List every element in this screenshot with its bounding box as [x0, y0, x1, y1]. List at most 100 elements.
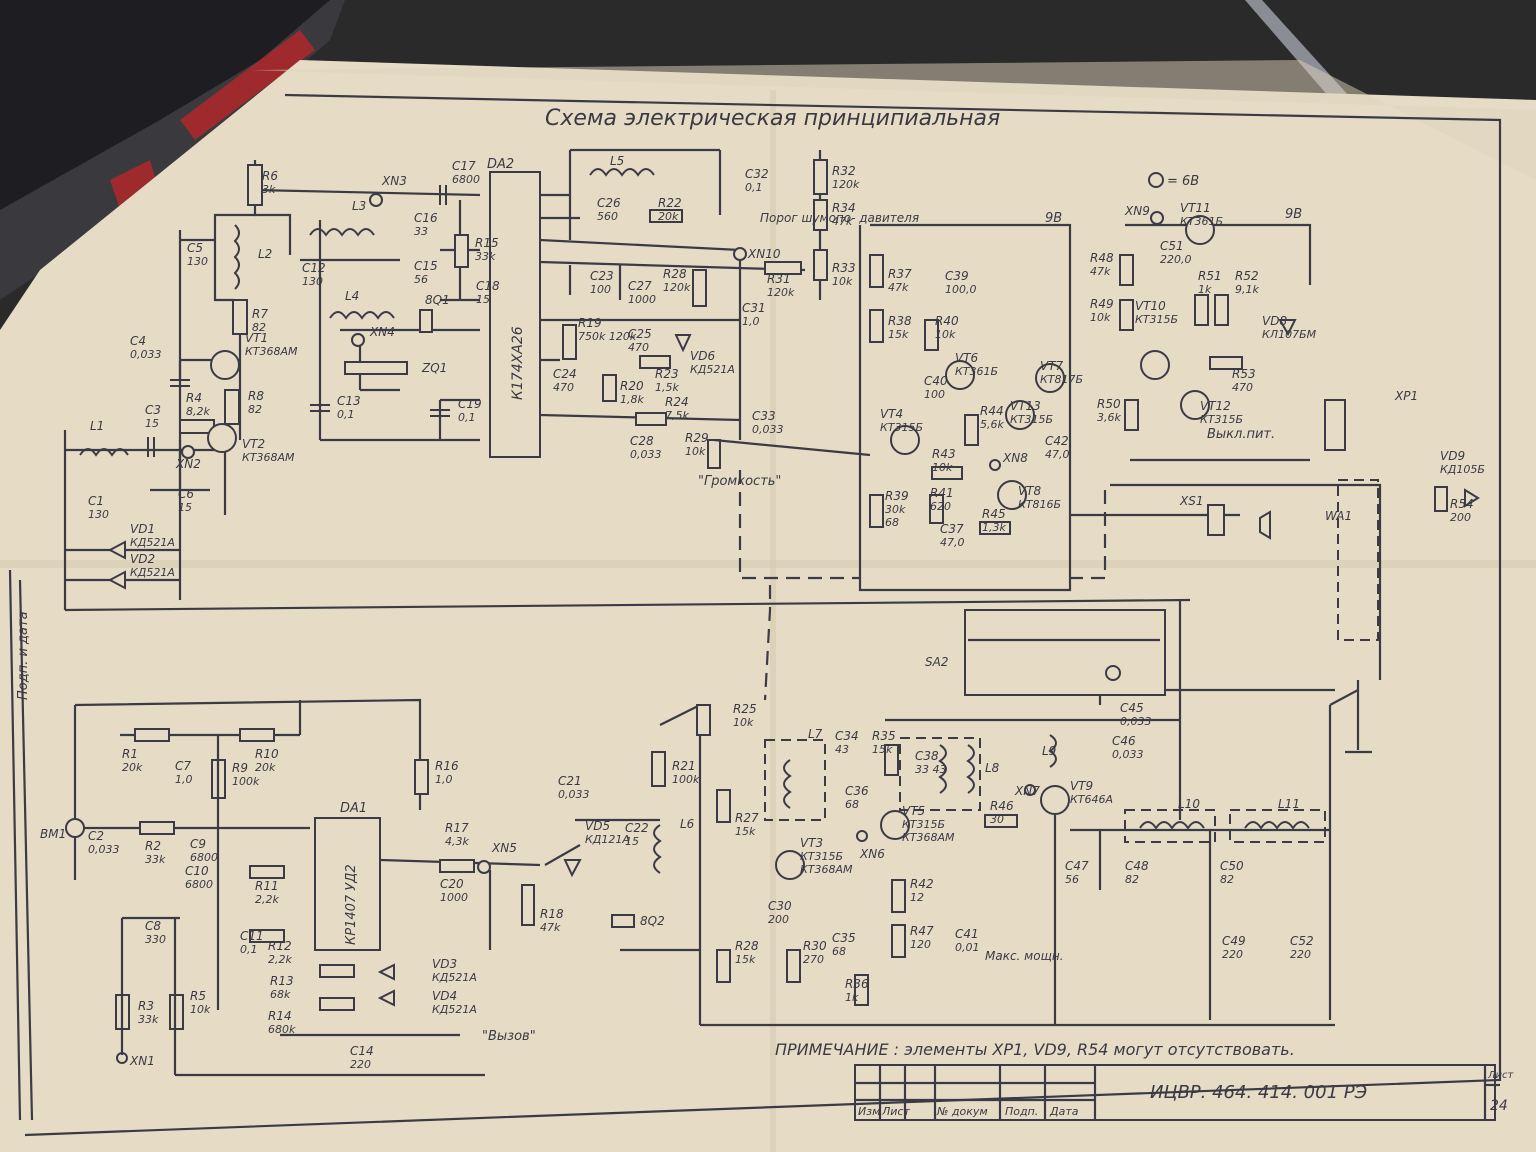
label-vt5-ref: VT5 [902, 804, 925, 818]
transistor-vt6 [945, 360, 975, 390]
label-c22-ref: C22 [625, 821, 649, 835]
coil-l10 [1139, 821, 1205, 830]
label-vd4-ref: VD4 [432, 989, 457, 1003]
resistor-r25 [696, 704, 711, 736]
resistor-r27 [716, 789, 731, 823]
label-r32-value1: 120k [832, 178, 860, 191]
label-r28-ref: R28 [663, 267, 687, 281]
label-r12-ref: R12 [268, 939, 292, 953]
label-c2-ref: C2 [88, 829, 104, 843]
label-vt8-ref: VT8 [1018, 484, 1042, 498]
label-r24-value1: 7,5k [665, 409, 689, 422]
label-r3-ref: R3 [138, 999, 154, 1013]
label-c9-ref: C9 [190, 837, 206, 851]
test-point-xn1 [116, 1052, 128, 1064]
resistor-r20 [602, 374, 617, 402]
volume-label: "Громкость" [698, 474, 781, 489]
label-vt5-value1: КТ315Б [902, 818, 945, 831]
transistor-vt1 [210, 350, 240, 380]
test-point-xn9 [1150, 211, 1164, 225]
test-point-xn8 [989, 459, 1001, 471]
label-r45-ref: R45 [982, 507, 1006, 521]
resistor-r32 [813, 159, 828, 195]
label-xn7-ref: XN7 [1014, 784, 1040, 798]
label-r16-ref: R16 [435, 759, 459, 773]
label-vt4-ref: VT4 [880, 407, 903, 421]
ic-da2-name: DA2 [487, 157, 514, 172]
label-r38-value1: 15k [888, 328, 909, 341]
test-point-xn4 [351, 333, 365, 347]
label-r34-value1: 47k [832, 215, 853, 228]
label-c35-value1: 68 [832, 945, 846, 958]
ic-da1-name: DA1 [340, 801, 367, 816]
label-c10-value1: 6800 [185, 878, 213, 891]
label-l1-ref: L1 [90, 419, 104, 433]
coil-l8a [938, 744, 947, 794]
label-r49-value1: 10k [1090, 311, 1111, 324]
diode-vd9 [1464, 488, 1480, 508]
label-r21-ref: R21 [672, 759, 696, 773]
label-vd5-ref: VD5 [585, 819, 610, 833]
resistor-r34 [813, 199, 828, 231]
label-c40-value1: 100 [924, 388, 945, 401]
resistor-r44 [964, 414, 979, 446]
label-c15-value1: 56 [414, 273, 428, 286]
resistor-r21 [651, 751, 666, 787]
label-c36-value1: 68 [845, 798, 859, 811]
label-c28-ref: C28 [630, 434, 654, 448]
label-vt3-value2: КТ368АМ [800, 863, 853, 876]
power-section [1070, 172, 1480, 754]
label-r8-value1: 82 [248, 403, 262, 416]
label-vt7-value1: КТ817Б [1040, 373, 1083, 386]
label-r44-value1: 5,6k [980, 418, 1004, 431]
label-r40-ref: R40 [935, 314, 959, 328]
label-r10-ref: R10 [255, 747, 279, 761]
label-r50-value1: 3,6k [1097, 411, 1121, 424]
label-r16-value1: 1,0 [435, 773, 453, 786]
label-l4-ref: L4 [345, 289, 359, 303]
label-vd2-value1: КД521А [130, 566, 175, 579]
label-c13-value1: 0,1 [337, 408, 355, 421]
label-r1-ref: R1 [122, 747, 138, 761]
label-r6-ref: R6 [262, 169, 278, 183]
label-bq1-ref: 8Q1 [425, 293, 450, 307]
label-c42-ref: C42 [1045, 434, 1069, 448]
label-vd3-ref: VD3 [432, 957, 457, 971]
label-r33-value1: 10k [832, 275, 853, 288]
label-r33-ref: R33 [832, 261, 856, 275]
resistor-r30 [786, 949, 801, 983]
label-r11-ref: R11 [255, 879, 279, 893]
label-r47-ref: R47 [910, 924, 934, 938]
label-vt7-ref: VT7 [1040, 359, 1064, 373]
label-r30-value1: 270 [803, 953, 824, 966]
potentiometer-r29 [707, 439, 721, 469]
label-c37-ref: C37 [940, 522, 964, 536]
label-r39-ref: R39 [885, 489, 909, 503]
speaker-icon [1259, 510, 1271, 540]
coil-l2 [233, 224, 240, 290]
label-r41-ref: R41 [930, 486, 954, 500]
label-c39-value1: 100,0 [945, 283, 977, 296]
resistor-r13 [319, 964, 355, 978]
resistor-r28b [716, 949, 731, 983]
resistor-r41 [929, 494, 944, 524]
label-r53-value1: 470 [1232, 381, 1253, 394]
label-r15-ref: R15 [475, 236, 499, 250]
call-label: "Вызов" [482, 1029, 536, 1044]
label-bq2-ref: 8Q2 [640, 914, 665, 928]
label-c16-value1: 33 [414, 225, 428, 238]
label-c50-value1: 82 [1220, 873, 1234, 886]
max-power-label: Макс. мощн. [985, 949, 1064, 963]
coil-l3 [309, 228, 375, 237]
squelch-label: Порог шумопо- давителя [760, 211, 919, 225]
label-xn10-ref: XN10 [747, 247, 781, 261]
label-c22-value1: 15 [625, 835, 639, 848]
resistor-r45 [979, 521, 1011, 535]
coil-l7 [783, 759, 792, 809]
potentiometer-r18 [521, 884, 535, 926]
label-c21-ref: C21 [558, 774, 582, 788]
label-vd1-value1: КД521А [130, 536, 175, 549]
label-l10-ref: L10 [1178, 797, 1200, 811]
resistor-r8 [224, 389, 240, 425]
